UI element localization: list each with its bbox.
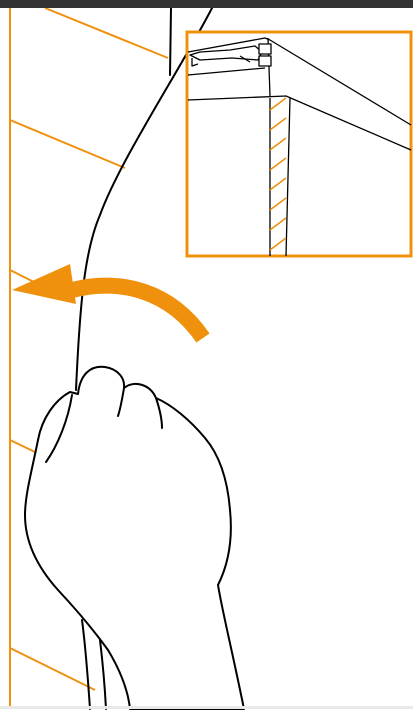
curved-arrow-left-icon bbox=[12, 264, 210, 343]
bottom-bar bbox=[0, 706, 413, 709]
detail-inset bbox=[185, 30, 413, 258]
top-bar bbox=[0, 0, 413, 8]
panel-edge-lines bbox=[75, 8, 213, 710]
hand bbox=[24, 365, 245, 710]
hatch-strip bbox=[269, 97, 287, 251]
illustration-canvas bbox=[9, 8, 413, 710]
wall-frame-lines bbox=[9, 8, 169, 709]
